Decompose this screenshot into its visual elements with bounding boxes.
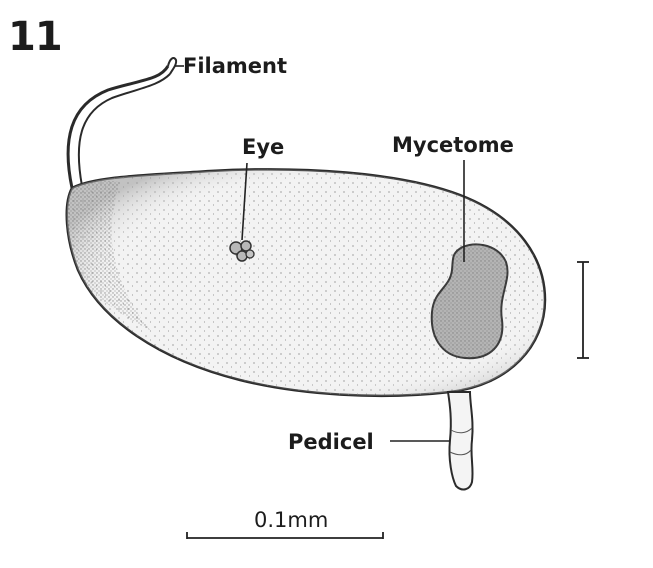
pedicel [446, 391, 474, 491]
vertical-scale-bar [577, 261, 589, 359]
filament-stalk [66, 65, 170, 189]
eye-spot [229, 240, 255, 262]
scale-bar-label: 0.1mm [254, 508, 329, 532]
eye-leader-line [241, 162, 248, 241]
label-mycetome: Mycetome [392, 133, 514, 157]
label-eye: Eye [242, 135, 285, 159]
label-pedicel: Pedicel [288, 430, 374, 454]
label-filament: Filament [183, 54, 288, 78]
figure-number: 11 [8, 14, 63, 60]
horizontal-scale-bar [186, 532, 384, 539]
